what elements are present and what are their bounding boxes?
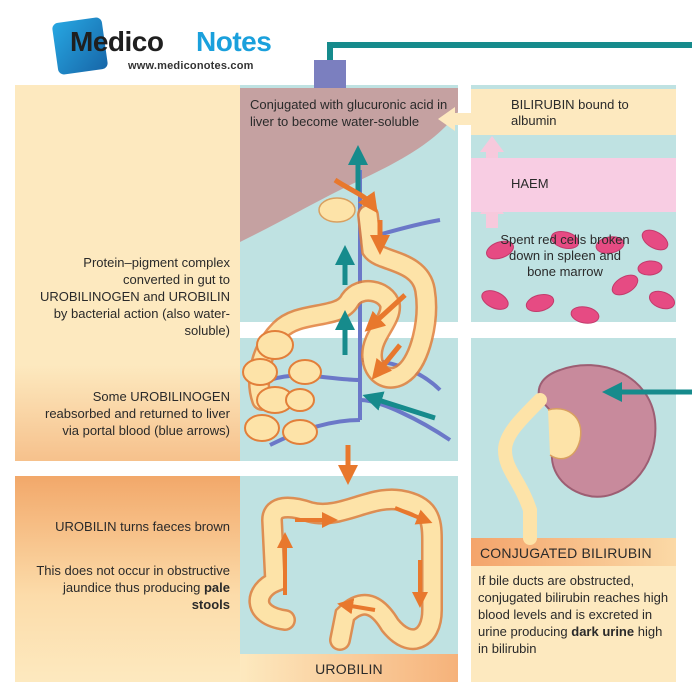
haem-box: HAEM — [471, 158, 676, 212]
ureter — [505, 400, 540, 538]
spent-cells-label: Spent red cells broken down in spleen an… — [500, 232, 630, 280]
renal-pelvis — [548, 409, 581, 459]
logo-brand-b: Notes — [196, 26, 271, 58]
gut-label: Protein–pigment complex converted in gut… — [25, 254, 230, 339]
stool-label-1: UROBILIN turns faeces brown — [25, 518, 230, 535]
stool-label-2-text: This does not occur in obstructive jaund… — [36, 563, 230, 595]
liver-label: Conjugated with glucuronic acid in liver… — [250, 96, 450, 130]
duodenum-fill — [259, 215, 426, 400]
portal-label: Some UROBILINOGEN reabsorbed and returne… — [25, 388, 230, 439]
logo-brand-a: Medico — [70, 26, 163, 58]
logo-url: www.mediconotes.com — [128, 60, 254, 72]
bilirubin-box: BILIRUBIN bound to albumin — [471, 89, 676, 135]
conjugated-heading: CONJUGATED BILIRUBIN — [480, 545, 652, 561]
stool-label-2: This does not occur in obstructive jaund… — [25, 562, 230, 613]
conjugated-text: If bile ducts are obstructed, conjugated… — [478, 572, 674, 657]
colon-arrows — [285, 508, 425, 610]
bilirubin-box-text: BILIRUBIN bound to albumin — [511, 97, 641, 129]
gall-bladder — [319, 198, 355, 222]
haem-box-text: HAEM — [511, 176, 549, 191]
conjugated-text-bold: dark urine — [571, 624, 634, 639]
urobilin-caption: UROBILIN — [240, 661, 458, 677]
